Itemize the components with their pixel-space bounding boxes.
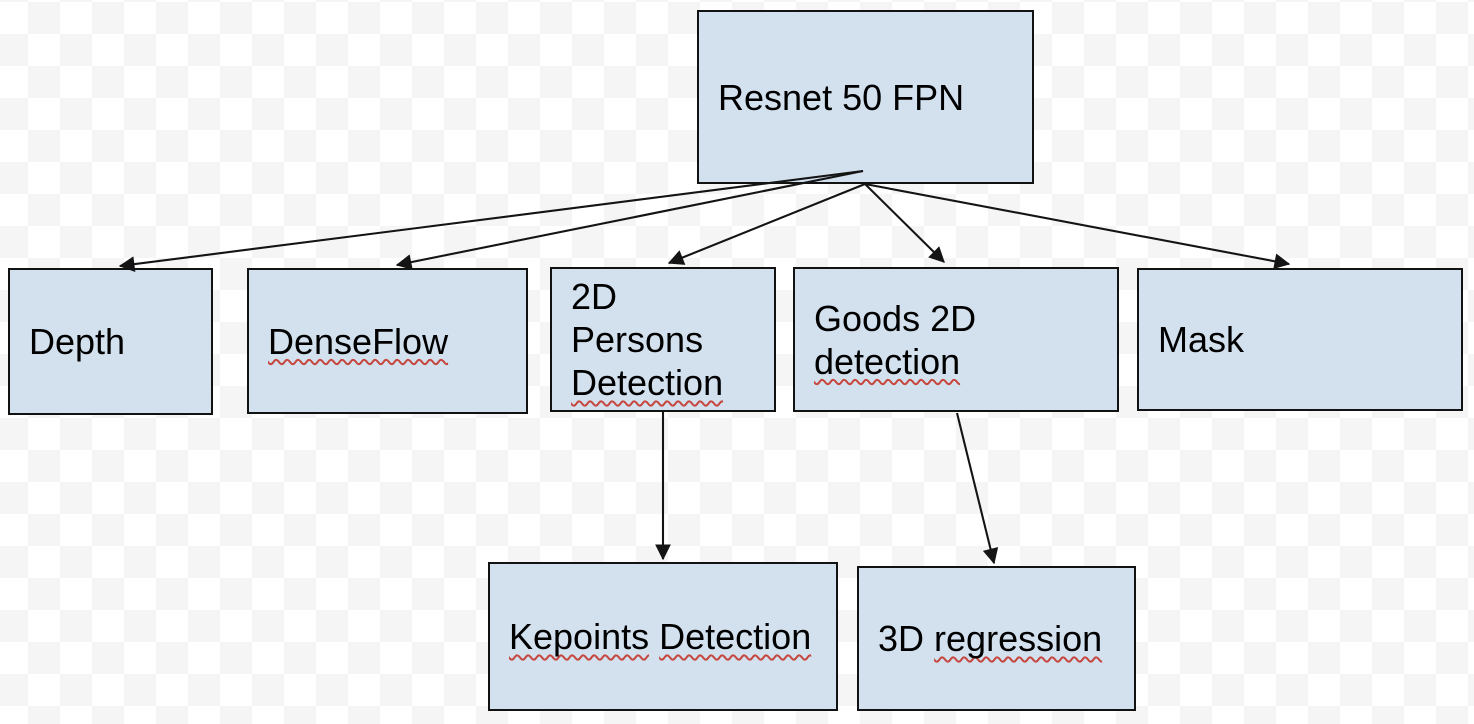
misspelled-word: regression xyxy=(934,618,1103,659)
edge-resnet-50-fpn-to-denseflow xyxy=(395,169,864,270)
misspelled-word: Kepoints xyxy=(509,616,650,657)
node-label: Depth xyxy=(29,321,126,362)
node-label-line: Persons xyxy=(571,319,704,360)
edge-resnet-50-fpn-to-depth xyxy=(118,169,864,272)
node-kepoints-detection: Kepoints Detection xyxy=(488,562,838,711)
misspelled-word: Detection xyxy=(659,616,812,657)
node-mask: Mask xyxy=(1137,268,1463,411)
misspelled-word: DenseFlow xyxy=(268,320,449,362)
edge-resnet-50-fpn-to-goods-2d-detection xyxy=(864,183,945,263)
node-goods-2d-detection: Goods 2D detection xyxy=(793,267,1119,412)
node-label: 3D xyxy=(878,618,925,659)
node-2d-persons-detection: 2D Persons Detection xyxy=(550,267,776,412)
node-label-line: Goods 2D xyxy=(814,297,977,339)
node-depth: Depth xyxy=(8,268,213,415)
edge-goods-2d-detection-to-3d-regression xyxy=(955,412,999,565)
edge-resnet-50-fpn-to-mask xyxy=(864,182,1291,270)
node-resnet-50-fpn: Resnet 50 FPN xyxy=(697,10,1034,184)
edge-resnet-50-fpn-to-2d-persons-detection xyxy=(667,183,866,265)
node-label: Mask xyxy=(1158,319,1245,360)
misspelled-word: Detection xyxy=(571,362,724,403)
misspelled-word: detection xyxy=(814,340,961,382)
node-denseflow: DenseFlow xyxy=(247,268,528,414)
node-3d-regression: 3D regression xyxy=(857,566,1136,711)
node-label: Resnet 50 FPN xyxy=(718,76,965,118)
node-label-line: 2D xyxy=(571,276,618,317)
